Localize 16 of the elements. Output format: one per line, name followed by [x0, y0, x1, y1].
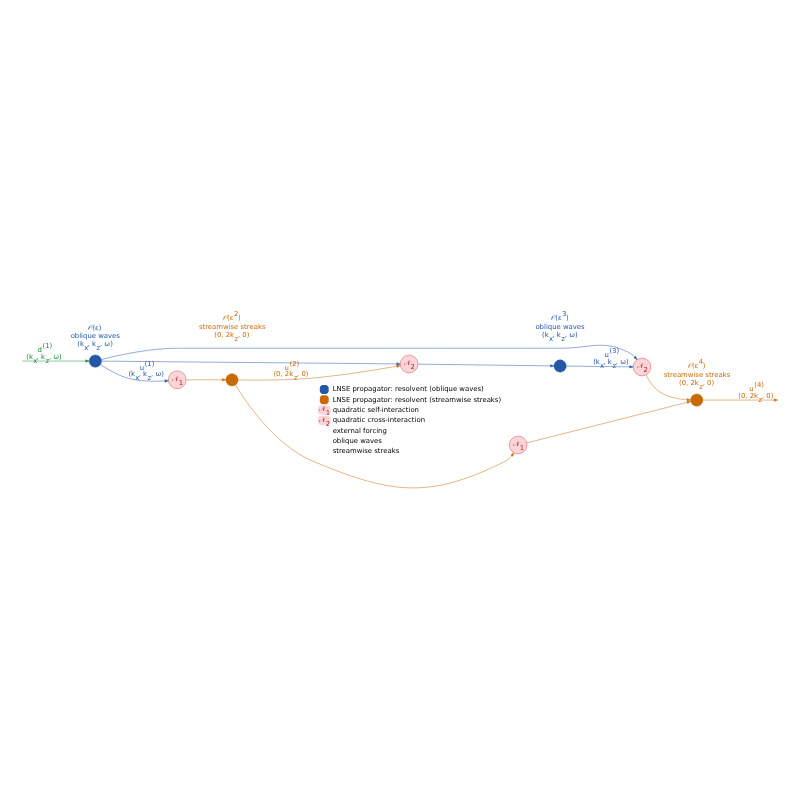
- arrow: [185, 378, 227, 382]
- arrow: [566, 365, 634, 369]
- arrow: [238, 364, 401, 381]
- arrow: [101, 344, 638, 360]
- arrow: [702, 398, 778, 402]
- arrow: [101, 360, 401, 366]
- node-circle: [88, 354, 102, 368]
- node-circle: [225, 373, 239, 387]
- arrow: [22, 359, 90, 363]
- arrow: [645, 374, 691, 402]
- arrow: [526, 400, 691, 444]
- arrow: [235, 384, 515, 489]
- node-circle: [553, 359, 567, 373]
- arrow: [417, 363, 555, 368]
- arrow: [100, 364, 169, 383]
- node-circle: [690, 393, 704, 407]
